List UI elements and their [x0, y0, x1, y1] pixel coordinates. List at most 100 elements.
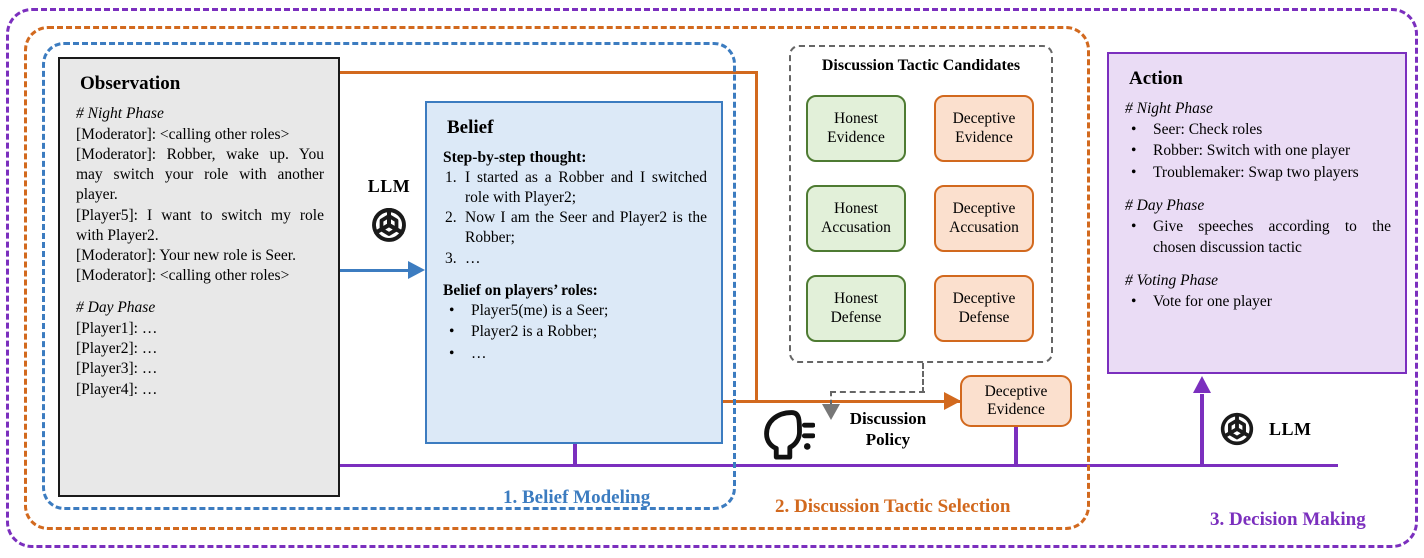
tactic-card-line2: Evidence: [827, 128, 885, 146]
list-marker: •: [1131, 293, 1137, 311]
connector-observation-to-tactic-horizontal: [338, 70, 758, 74]
belief-roles-header: Belief on players’ roles:: [443, 281, 598, 299]
frame-belief-modeling: [42, 42, 736, 510]
tactic-card-line2: Defense: [830, 308, 882, 326]
connector-decision-bus: [338, 463, 1338, 467]
tactic-card-line2: Accusation: [821, 218, 891, 236]
observation-box: Observation # Night Phase [Moderator]: <…: [58, 57, 340, 497]
arrowhead-to-policy: [822, 404, 840, 420]
arrowhead-to-chosen-tactic: [944, 392, 961, 410]
list-text: Robber: Switch with one player: [1153, 142, 1351, 160]
observation-day-line: [Player4]: …: [76, 380, 158, 398]
tactic-card-deceptive-accusation[interactable]: Deceptive Accusation: [934, 185, 1034, 252]
tactic-card-line1: Deceptive: [952, 200, 1016, 218]
list-text: Now I am the Seer and Player2 is the Rob…: [465, 209, 707, 247]
tactic-card-line1: Honest: [834, 110, 878, 128]
openai-logo-icon: [1220, 412, 1254, 446]
list-text: Troublemaker: Swap two players: [1153, 163, 1359, 181]
connector-observation-to-belief-horizontal: [338, 268, 412, 272]
observation-night-line: [Moderator]: <calling other roles>: [76, 266, 290, 284]
tactic-card-line1: Honest: [834, 200, 878, 218]
connector-chosen-tactic-down-to-bus: [1014, 427, 1018, 466]
connector-belief-to-chosen-tactic: [722, 399, 960, 403]
observation-night-line: [Moderator]: Your new role is Seer.: [76, 246, 296, 264]
list-text: …: [471, 344, 487, 362]
action-title: Action: [1129, 68, 1183, 89]
chosen-tactic-line1: Deceptive: [984, 382, 1048, 400]
belief-role-item: • Player5(me) is a Seer;: [449, 301, 707, 321]
observation-day-line: [Player2]: …: [76, 340, 158, 358]
frame-label-belief-modeling: 1. Belief Modeling: [503, 487, 651, 508]
belief-thought-item: 1. I started as a Robber and I switched …: [445, 168, 707, 208]
list-text: Vote for one player: [1153, 293, 1272, 311]
action-box: Action # Night Phase • Seer: Check roles…: [1107, 52, 1407, 374]
frame-label-decision-making: 3. Decision Making: [1210, 509, 1366, 530]
llm-annotation-right: LLM: [1214, 405, 1360, 453]
connector-tactics-to-policy-vertical-right: [922, 363, 924, 393]
belief-thought-item: 2. Now I am the Seer and Player2 is the …: [445, 208, 707, 248]
connector-bus-up-to-action: [1200, 394, 1204, 466]
list-text: Player2 is a Robber;: [471, 323, 598, 341]
list-marker: 3.: [445, 249, 457, 267]
list-marker: •: [449, 301, 455, 319]
belief-title: Belief: [447, 117, 494, 138]
discussion-policy-line2: Policy: [865, 429, 911, 449]
action-night-item: • Troublemaker: Swap two players: [1131, 163, 1391, 183]
chosen-tactic-line2: Evidence: [987, 401, 1045, 418]
list-text: Give speeches according to the chosen di…: [1153, 218, 1391, 256]
tactic-card-honest-evidence[interactable]: Honest Evidence: [806, 95, 906, 162]
tactic-card-line2: Evidence: [955, 128, 1013, 146]
openai-logo-icon: [372, 208, 406, 242]
belief-role-item: • Player2 is a Robber;: [449, 322, 707, 342]
llm-annotation-left: LLM: [352, 176, 426, 260]
observation-night-line: [Moderator]: Robber, wake up. You may sw…: [76, 146, 324, 204]
list-text: …: [465, 249, 481, 267]
list-marker: •: [1131, 163, 1137, 181]
discussion-tactic-candidates-panel: Discussion Tactic Candidates Honest Evid…: [789, 45, 1053, 363]
tactic-card-honest-defense[interactable]: Honest Defense: [806, 275, 906, 342]
connector-belief-down-to-bus: [573, 444, 577, 466]
observation-night-phase-header: # Night Phase: [76, 105, 164, 122]
connector-tactics-to-policy-vertical-left: [830, 391, 832, 405]
observation-night-line: [Player5]: I want to switch my role with…: [76, 206, 324, 244]
llm-label-right: LLM: [1269, 418, 1312, 439]
action-spacer: [1125, 184, 1391, 197]
action-night-item: • Robber: Switch with one player: [1131, 141, 1391, 161]
belief-thought-item: 3. …: [445, 249, 707, 269]
list-text: I started as a Robber and I switched rol…: [465, 169, 707, 207]
list-text: Player5(me) is a Seer;: [471, 301, 609, 319]
frame-decision-making: [6, 8, 1418, 548]
tactic-card-deceptive-defense[interactable]: Deceptive Defense: [934, 275, 1034, 342]
connector-observation-to-tactic-vertical: [755, 70, 758, 401]
tactic-card-line2: Defense: [958, 308, 1010, 326]
tactic-card-line1: Deceptive: [952, 290, 1016, 308]
belief-thought-header: Step-by-step thought:: [443, 149, 587, 166]
list-text: Seer: Check roles: [1153, 121, 1263, 138]
list-marker: •: [1131, 218, 1137, 236]
arrowhead-to-action: [1193, 376, 1211, 393]
tactic-card-honest-accusation[interactable]: Honest Accusation: [806, 185, 906, 252]
tactic-candidates-title: Discussion Tactic Candidates: [821, 57, 1021, 74]
list-marker: 1.: [445, 169, 457, 186]
action-voting-phase-header: # Voting Phase: [1125, 272, 1218, 290]
connector-tactics-to-policy-horizontal: [830, 391, 925, 393]
tactic-card-line2: Accusation: [949, 218, 1019, 236]
tactic-card-deceptive-evidence[interactable]: Deceptive Evidence: [934, 95, 1034, 162]
list-marker: 2.: [445, 209, 457, 227]
chosen-tactic-deceptive-evidence[interactable]: Deceptive Evidence: [960, 375, 1072, 427]
action-voting-item: • Vote for one player: [1131, 292, 1391, 312]
observation-title: Observation: [80, 73, 181, 94]
action-night-item: • Seer: Check roles: [1131, 120, 1391, 140]
list-marker: •: [449, 344, 455, 362]
discussion-policy-line1: Discussion: [849, 409, 927, 428]
frame-discussion-tactic-selection: [24, 26, 1090, 530]
frame-label-tactic-selection: 2. Discussion Tactic Selection: [775, 496, 1011, 517]
belief-spacer: [443, 269, 707, 282]
observation-day-line: [Player3]: …: [76, 360, 158, 378]
discussion-policy-label: Discussion Policy: [823, 409, 953, 450]
belief-box: Belief Step-by-step thought: 1. I starte…: [425, 101, 723, 444]
tactic-cards-grid: Honest Evidence Deceptive Evidence Hones…: [806, 95, 1040, 342]
belief-role-item: • …: [449, 344, 707, 364]
llm-label-left: LLM: [367, 176, 411, 196]
list-marker: •: [449, 323, 455, 341]
